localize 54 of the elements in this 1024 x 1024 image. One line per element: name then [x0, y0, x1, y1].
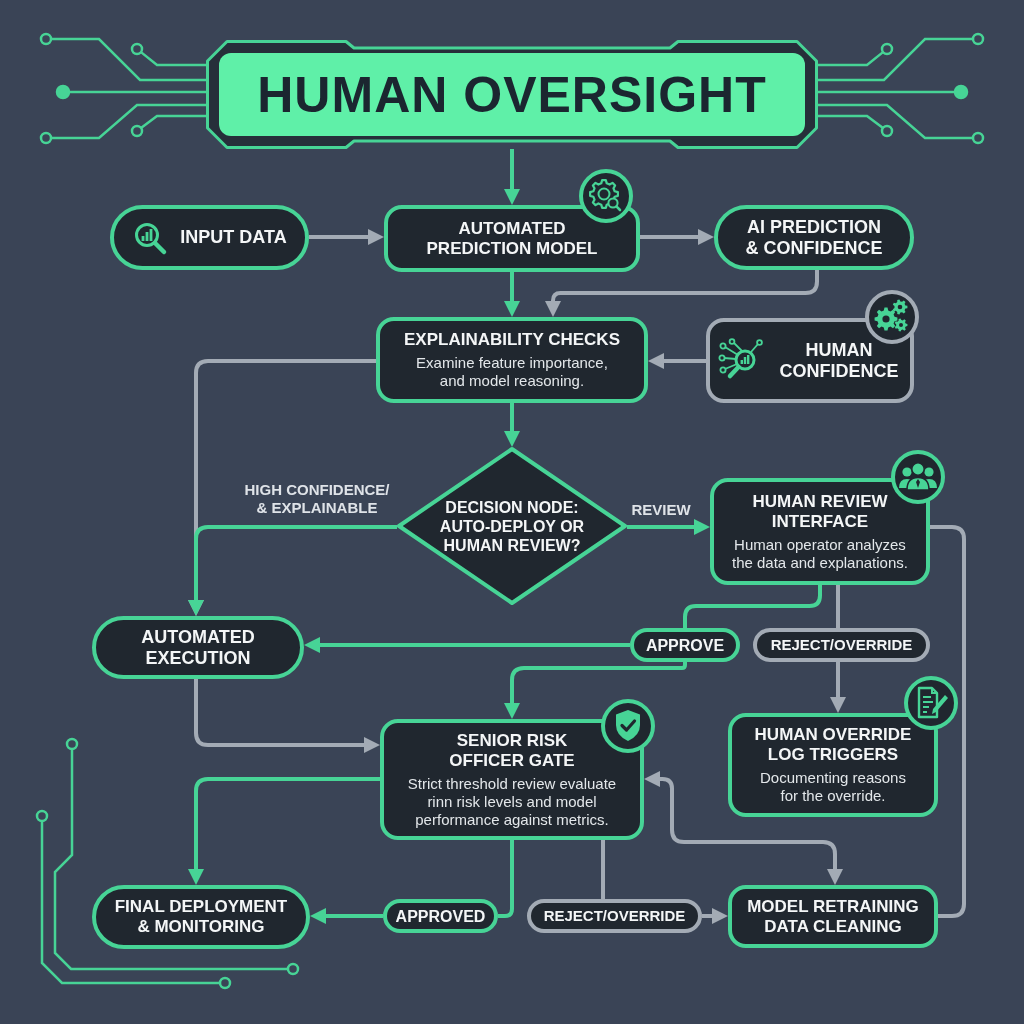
- outcome-pill: [527, 899, 702, 933]
- process-box: [728, 885, 938, 948]
- arrow: [830, 662, 846, 713]
- process-box: [710, 478, 930, 585]
- arrow: [304, 637, 630, 653]
- connector-line: [601, 840, 605, 899]
- node-label: MODEL RETRAINING DATA CLEANING: [746, 896, 920, 937]
- arrow: [504, 149, 520, 205]
- node-label: HUMAN CONFIDENCE: [778, 339, 900, 382]
- decision-diamond: [397, 447, 627, 605]
- node-description: Human operator analyzes the data and explanations.: [731, 535, 909, 572]
- outcome-pill: [383, 899, 498, 933]
- node-label: FINAL DEPLOYMENT & MONITORING: [113, 897, 289, 937]
- process-box: [706, 318, 914, 403]
- double-arrow: [644, 771, 843, 885]
- process-box: [380, 719, 644, 840]
- arrow: [627, 519, 710, 535]
- connector-line: [498, 840, 514, 918]
- node-title: EXPLAINABILITY CHECKS: [404, 330, 620, 350]
- node-description: Strict threshold review evaluate rinn risk levels and model performance against metrics.: [406, 774, 618, 829]
- outcome-pill: [630, 628, 740, 662]
- node-description: Examine feature importance, and model reasoning.: [415, 354, 609, 390]
- title-banner: [206, 40, 818, 149]
- process-box: [376, 317, 648, 403]
- arrow: [504, 403, 520, 447]
- process-box: [728, 713, 938, 817]
- arrow: [188, 777, 380, 885]
- node-label: AUTOMATED EXECUTION: [140, 626, 256, 669]
- node-label: INPUT DATA: [180, 227, 287, 248]
- arrow: [504, 272, 520, 317]
- outcome-pill: [753, 628, 930, 662]
- process-box: [384, 205, 640, 272]
- arrow: [648, 353, 706, 369]
- connector-line: [930, 525, 966, 918]
- banner-title: HUMAN OVERSIGHT: [219, 53, 805, 136]
- node-label: APPROVED: [395, 906, 486, 926]
- node-label: DECISION NODE: AUTO-DEPLOY OR HUMAN REVIEW?: [438, 497, 586, 555]
- arrow: [188, 525, 397, 616]
- node-label: REJECT/OVERRIDE: [770, 636, 913, 654]
- node-label: AUTOMATED PREDICTION MODEL: [425, 218, 599, 259]
- node-label: APPROVE: [645, 635, 725, 655]
- node-title: HUMAN OVERRIDE LOG TRIGGERS: [753, 725, 913, 765]
- node-title: HUMAN REVIEW INTERFACE: [751, 491, 889, 532]
- arrow: [194, 679, 380, 753]
- arrow: [640, 229, 714, 245]
- node-label: AI PREDICTION & CONFIDENCE: [744, 216, 884, 259]
- arrow: [310, 908, 383, 924]
- arrow: [702, 908, 728, 924]
- node-title: SENIOR RISK OFFICER GATE: [448, 730, 576, 771]
- arrow: [504, 662, 687, 719]
- node-label: REJECT/OVERRIDE: [543, 907, 686, 925]
- connector-line: [836, 585, 840, 628]
- arrow: [309, 229, 384, 245]
- node-description: Documenting reasons for the override.: [759, 769, 907, 805]
